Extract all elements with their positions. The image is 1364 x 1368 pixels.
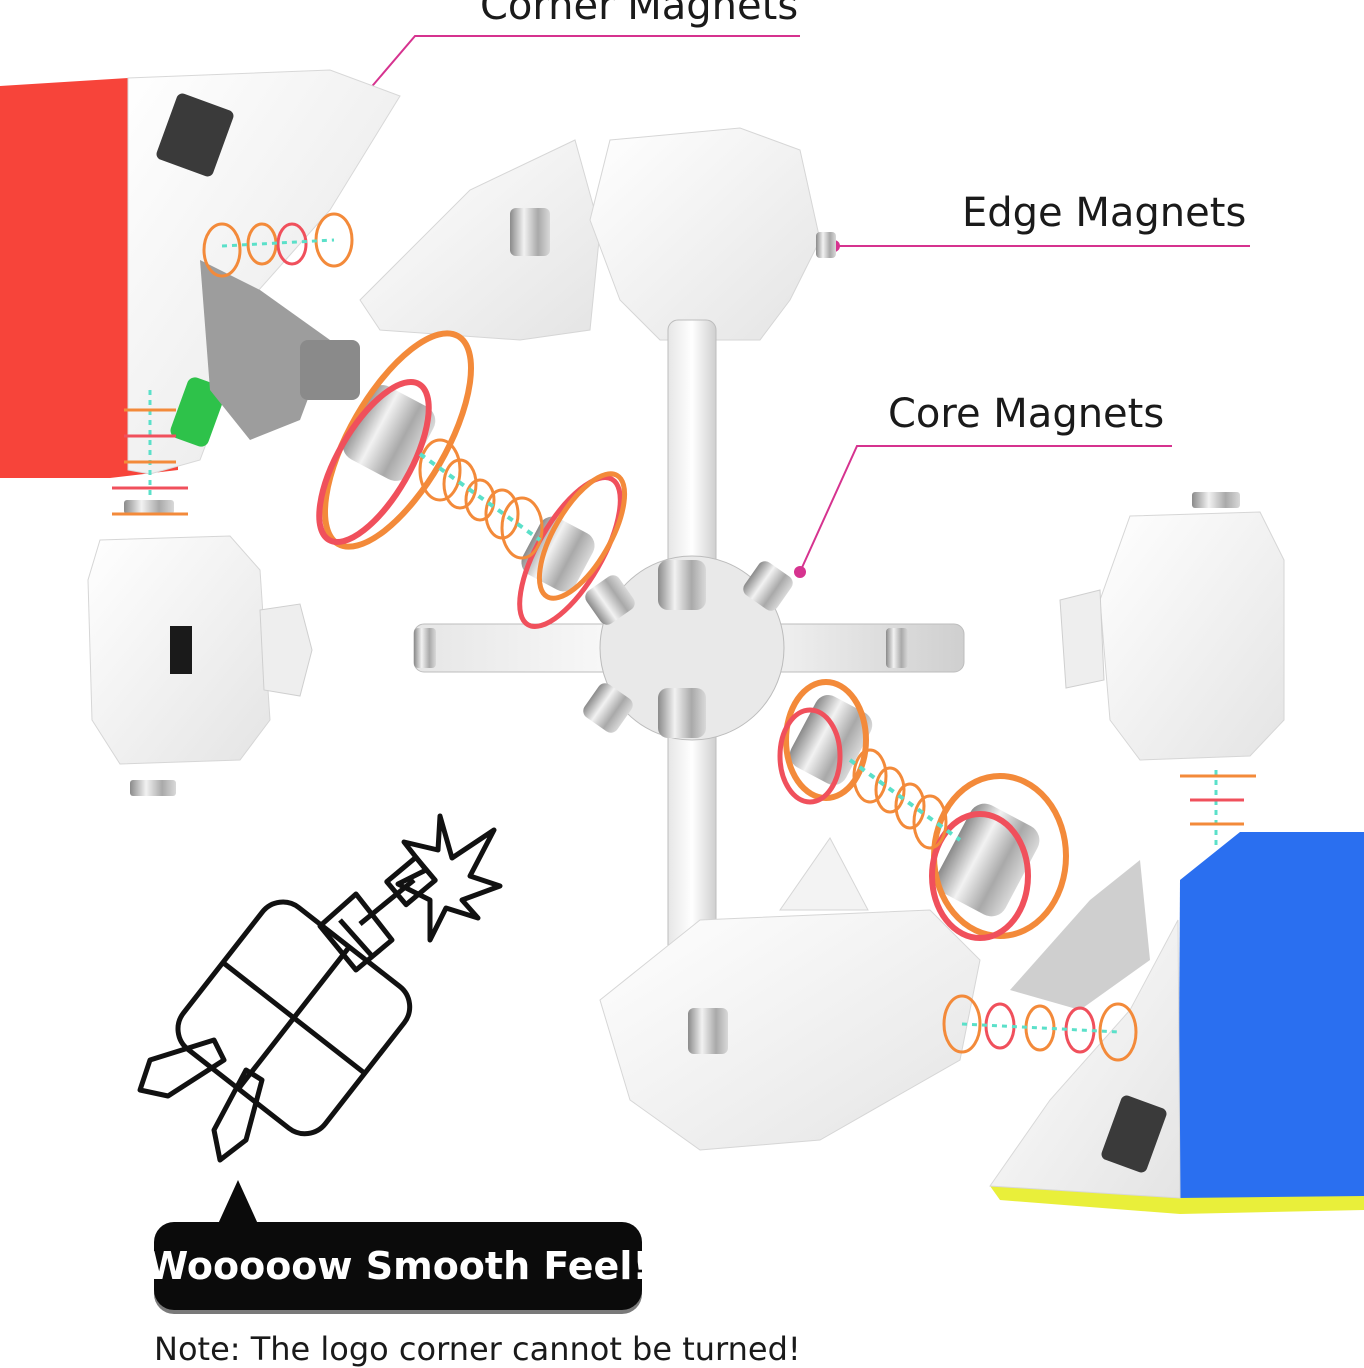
callout-pointer <box>218 1180 258 1224</box>
core-cross <box>413 319 965 981</box>
edge-magnet-stack-right <box>1180 770 1256 850</box>
core-magnets-label: Core Magnets <box>888 391 1165 437</box>
core-leader-line <box>799 445 1172 573</box>
bottom-edge-pieces <box>599 837 981 1151</box>
callout-badge: Wooooow Smooth Feel! <box>146 1222 650 1310</box>
callout-text: Wooooow Smooth Feel! <box>146 1244 650 1288</box>
cube-screwdriver-drawing <box>137 813 503 1163</box>
corner-magnets-label: Corner Magnets <box>480 0 799 29</box>
core-leader-dot <box>794 566 806 578</box>
top-edge-pieces <box>359 127 836 341</box>
corner-magnet-rings-top <box>202 212 354 278</box>
magnet-pair-lower <box>777 679 1069 941</box>
red-corner-piece <box>0 69 401 478</box>
footnote: Note: The logo corner cannot be turned! <box>154 1330 801 1368</box>
magnet-pair-upper <box>316 330 628 629</box>
blue-corner-piece <box>989 832 1364 1214</box>
sparkle-icon <box>395 813 503 943</box>
left-edge-piece <box>87 500 313 796</box>
corner-magnet-rings-bottom <box>942 994 1138 1062</box>
edge-magnet-stack-left <box>112 390 188 516</box>
edge-magnets-label: Edge Magnets <box>962 190 1247 236</box>
right-edge-piece <box>1059 492 1285 761</box>
